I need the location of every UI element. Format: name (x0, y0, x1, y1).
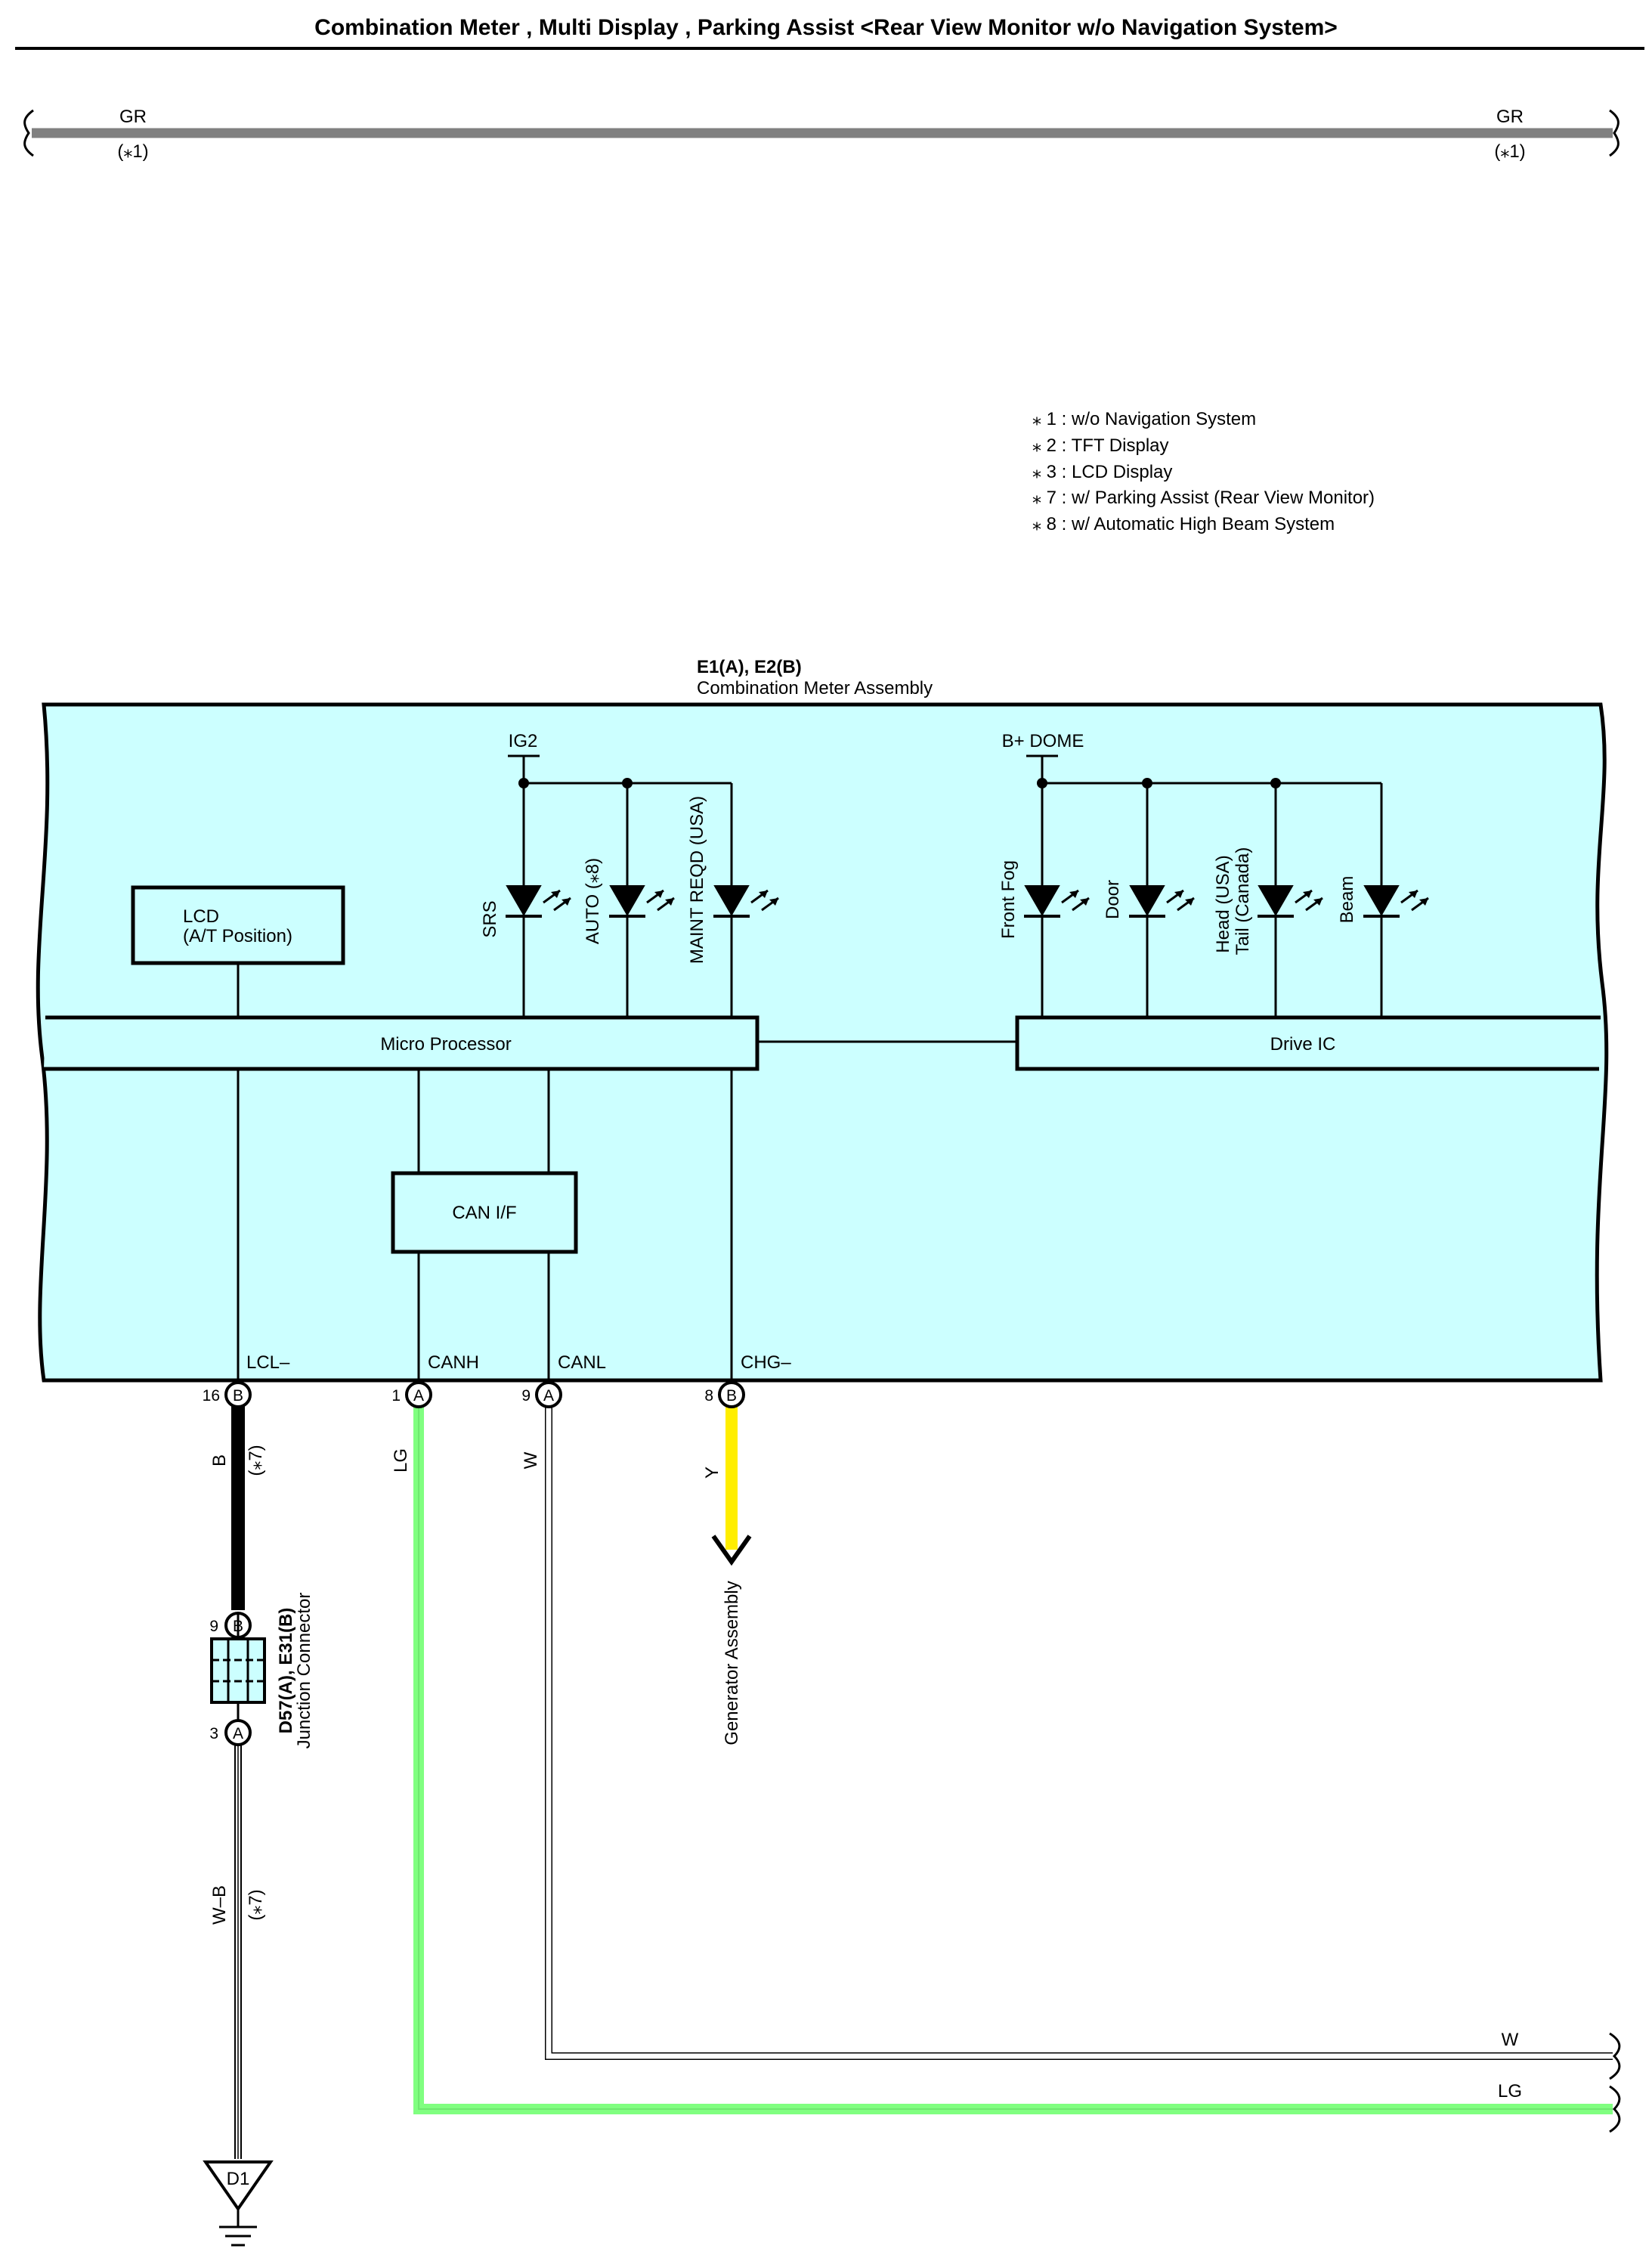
wire-break-w (1609, 2032, 1621, 2080)
led-symbol-icon (506, 885, 571, 918)
led-symbol-icon (1129, 885, 1195, 918)
top-wire-code-left: GR (119, 107, 147, 127)
can-if-box (391, 1171, 578, 1254)
ground-point-label: D1 (227, 2169, 250, 2189)
terminal-pin: B 16 (203, 1381, 252, 1408)
ig2-label: IG2 (509, 731, 538, 751)
led-symbol-icon (1363, 885, 1429, 918)
wire-canl-code: W (521, 1451, 541, 1469)
note-item: ⁎ 8 : w/ Automatic High Beam System (1032, 514, 1335, 534)
junction-connector-letter: A (233, 1725, 243, 1742)
signal-chg: CHG– (741, 1352, 791, 1373)
can-if-label: CAN I/F (452, 1203, 516, 1223)
led-symbol-icon (1258, 885, 1323, 918)
note-item: ⁎ 3 : LCD Display (1032, 462, 1172, 482)
led-label-door: Door (1103, 880, 1123, 919)
led-label-head: Head (USA) (1213, 855, 1233, 952)
terminal-pin: A1 (391, 1381, 432, 1408)
terminal-connector-letter: A (413, 1387, 424, 1405)
micro-processor-block (44, 1015, 759, 1071)
signal-canl: CANL (558, 1352, 606, 1373)
lcd-sub-label: (A/T Position) (183, 926, 292, 946)
top-wire-break-right (1609, 109, 1620, 157)
wire-lcl-code: B (209, 1454, 230, 1467)
led-symbols (506, 885, 1429, 918)
lcd-label: LCD (183, 906, 219, 927)
generator-label: Generator Assembly (722, 1581, 742, 1745)
assembly-id: E1(A), E2(B) (697, 657, 802, 677)
terminal-pin-number: 1 (391, 1387, 401, 1405)
signal-canh: CANH (428, 1352, 479, 1373)
led-label-auto: AUTO (⁎8) (583, 858, 603, 944)
led-symbol-icon (609, 885, 675, 918)
wire-canh-lg (413, 1405, 1613, 2114)
terminal-pin-number: 16 (203, 1387, 220, 1405)
wire-canl-w-fill (546, 1405, 1613, 2059)
terminal-pin-number: 8 (704, 1387, 713, 1405)
led-label-srs: SRS (480, 900, 500, 937)
micro-processor-label: Micro Processor (380, 1034, 511, 1055)
terminal-connector-letter: B (233, 1387, 243, 1405)
junction-name: Junction Connector (294, 1593, 314, 1749)
junction-id: D57(A), E31(B) (276, 1608, 296, 1734)
right-label-w: W (1502, 2030, 1519, 2050)
right-label-lg: LG (1498, 2081, 1522, 2101)
ground-icon (219, 2209, 257, 2247)
notes-list: ⁎ 1 : w/o Navigation System ⁎ 2 : TFT Di… (1032, 409, 1375, 534)
terminal-pin-number: 9 (521, 1387, 531, 1405)
drive-ic-block (1015, 1015, 1601, 1071)
junction-terminal: A3 (209, 1719, 252, 1746)
led-label-front-fog: Front Fog (998, 860, 1019, 939)
led-symbol-icon (713, 885, 779, 918)
led-label-tail: Tail (Canada) (1233, 847, 1253, 956)
terminal-connector-letter: B (726, 1387, 737, 1405)
junction-terminal: B9 (209, 1612, 252, 1639)
diagram-title: Combination Meter , Multi Display , Park… (314, 15, 1338, 40)
led-label-maint: MAINT REQD (USA) (687, 796, 707, 964)
wire-ground-note: (⁎7) (246, 1889, 266, 1920)
led-symbol-icon (1024, 885, 1090, 918)
note-item: ⁎ 1 : w/o Navigation System (1032, 409, 1256, 429)
bdome-label: B+ DOME (1002, 731, 1084, 751)
ground-triangle (203, 2160, 274, 2212)
terminal-pin: B8 (704, 1381, 745, 1408)
top-wire-break-left (23, 109, 34, 157)
signal-lcl: LCL– (246, 1352, 290, 1373)
lcd-box (131, 885, 345, 965)
note-item: ⁎ 2 : TFT Display (1032, 435, 1169, 456)
top-wire-note-left: (⁎1) (117, 141, 148, 162)
wire-chg-code: Y (702, 1467, 722, 1479)
generator-arrow (711, 1535, 752, 1566)
top-wire-code-right: GR (1496, 107, 1524, 127)
junction-pin-number: 3 (209, 1725, 218, 1742)
drive-ic-label: Drive IC (1270, 1034, 1336, 1055)
wire-lcl-note: (⁎7) (246, 1445, 266, 1476)
terminal-pin: A9 (521, 1381, 562, 1408)
wire-canh-lg-outline (418, 1405, 1613, 2110)
junction-connector (210, 1637, 266, 1704)
wire-break-lg (1609, 2085, 1621, 2133)
terminals: B16A1A9B8B9A3 (203, 1381, 745, 1746)
wire-ground-code: W–B (209, 1885, 230, 1925)
led-label-beam: Beam (1337, 876, 1357, 924)
wire-canl-w (545, 1405, 1613, 2060)
wire-canh-code: LG (391, 1448, 411, 1473)
top-wire-note-right: (⁎1) (1494, 141, 1525, 162)
note-item: ⁎ 7 : w/ Parking Assist (Rear View Monit… (1032, 488, 1375, 508)
terminal-connector-letter: A (543, 1387, 554, 1405)
assembly-name: Combination Meter Assembly (697, 678, 933, 698)
junction-pin-number: 9 (209, 1618, 218, 1635)
